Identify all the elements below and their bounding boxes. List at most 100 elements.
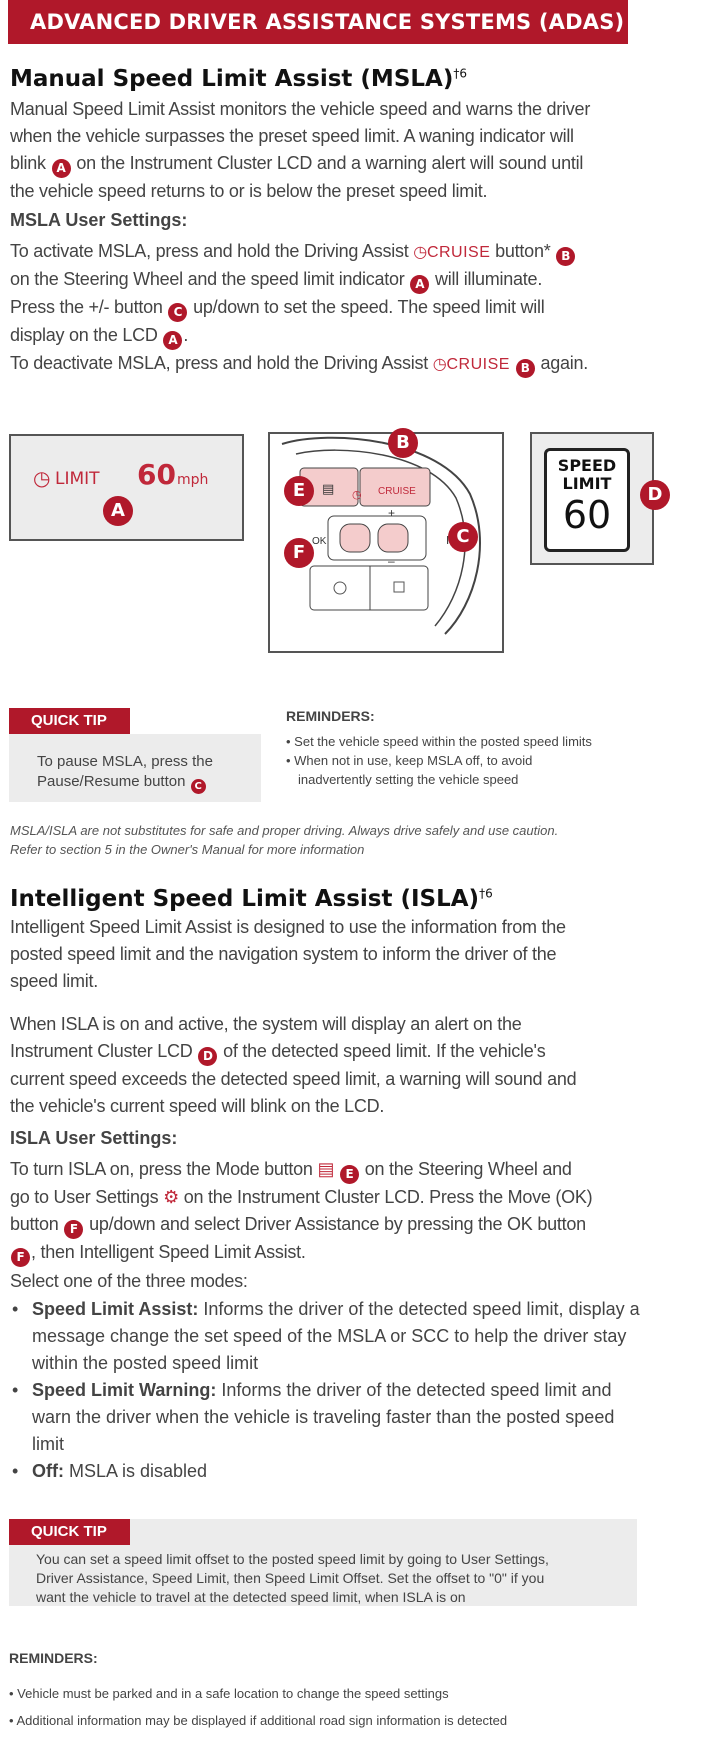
callout-c: C <box>168 303 188 322</box>
msla-activate: To activate MSLA, press and hold the Dri… <box>10 238 650 294</box>
mode-text: Informs the driver of the detected speed… <box>32 1299 640 1373</box>
quick-tip-line: You can set a speed limit offset to the … <box>36 1551 549 1567</box>
msla-title-text: Manual Speed Limit Assist (MSLA) <box>10 66 454 92</box>
msla-activate-line: on the Steering Wheel and the speed limi… <box>10 266 650 294</box>
callout-e: E <box>340 1165 359 1184</box>
reminders-list: • Set the vehicle speed within the poste… <box>286 732 592 789</box>
text: on the Instrument Cluster LCD. Press the… <box>183 1187 593 1207</box>
text: Press the +/- button <box>10 297 163 317</box>
isla-active: When ISLA is on and active, the system w… <box>10 1011 650 1120</box>
msla-press-line: Press the +/- button C up/down to set th… <box>10 294 650 322</box>
wheel-cruise-label: CRUISE <box>378 486 416 497</box>
isla-turn-on: To turn ISLA on, press the Mode button ▤… <box>10 1156 650 1267</box>
reminder-item: • Set the vehicle speed within the poste… <box>286 734 592 749</box>
reminder-item: • When not in use, keep MSLA off, to avo… <box>286 753 533 768</box>
text: up/down and select Driver Assistance by … <box>89 1214 586 1234</box>
callout-d: D <box>198 1047 218 1066</box>
callout-b: B <box>515 359 535 378</box>
isla-turn-line: To turn ISLA on, press the Mode button ▤… <box>10 1156 650 1184</box>
text: will illuminate. <box>435 269 543 289</box>
msla-activate-line: To activate MSLA, press and hold the Dri… <box>10 238 650 266</box>
quick-tip-line: Driver Assistance, Speed Limit, then Spe… <box>36 1570 545 1586</box>
quick-tip-2-text: You can set a speed limit offset to the … <box>36 1550 549 1607</box>
isla-title-text: Intelligent Speed Limit Assist (ISLA) <box>10 886 480 912</box>
speed-limit-sign: SPEED LIMIT 60 <box>544 448 630 552</box>
steering-wheel-illustration: ▤ ◷ II↶ <box>281 436 481 635</box>
wheel-ok-label: OK <box>312 536 327 547</box>
isla-intro: Intelligent Speed Limit Assist is design… <box>10 914 650 995</box>
isla-title-sup: †6 <box>479 886 493 901</box>
text: go to User Settings <box>10 1187 159 1207</box>
text: button <box>10 1214 59 1234</box>
isla-active-line: When ISLA is on and active, the system w… <box>10 1014 522 1034</box>
reminders-2-list: • Vehicle must be parked and in a safe l… <box>9 1680 507 1734</box>
isla-turn-line: F, then Intelligent Speed Limit Assist. <box>10 1239 650 1267</box>
msla-intro: Manual Speed Limit Assist monitors the v… <box>10 96 650 205</box>
callout-a: A <box>51 159 71 178</box>
msla-intro-line: blink A on the Instrument Cluster LCD an… <box>10 150 650 178</box>
isla-intro-line: posted speed limit and the navigation sy… <box>10 944 557 964</box>
text: button* <box>495 241 551 261</box>
reminder-item: inadvertently setting the vehicle speed <box>298 772 519 787</box>
cruise-label: CRUISE <box>426 244 491 261</box>
sign-line-limit: LIMIT <box>562 474 612 493</box>
cruise-label: CRUISE <box>446 356 510 373</box>
quick-tip-line: want the vehicle to travel at the detect… <box>36 1589 466 1605</box>
text: To activate MSLA, press and hold the Dri… <box>10 241 409 261</box>
text: Pause/Resume button <box>37 773 186 790</box>
callout-a: A <box>410 275 430 294</box>
text: on the Instrument Cluster LCD and a warn… <box>76 153 584 173</box>
isla-settings-heading: ISLA User Settings: <box>10 1128 178 1148</box>
isla-intro-line: Intelligent Speed Limit Assist is design… <box>10 917 566 937</box>
quick-tip-line: To pause MSLA, press the <box>37 753 213 770</box>
reminder-item: • Vehicle must be parked and in a safe l… <box>9 1686 449 1701</box>
text: of the detected speed limit. If the vehi… <box>223 1041 546 1061</box>
isla-intro-line: speed limit. <box>10 971 99 991</box>
mode-name: Speed Limit Assist: <box>32 1299 199 1319</box>
text: . <box>183 325 189 345</box>
steering-wheel-figure: ▤ ◷ II↶ CRUISE OK + – B E F C <box>268 428 504 653</box>
mode-item: Off: MSLA is disabled <box>10 1458 650 1485</box>
msla-title: Manual Speed Limit Assist (MSLA)†6 <box>10 66 467 92</box>
gauge-icon: ◷ <box>432 356 447 373</box>
speed-sign-figure: SPEED LIMIT 60 <box>530 432 654 565</box>
quick-tip-tag: QUICK TIP <box>9 708 130 734</box>
mode-name: Off: <box>32 1461 64 1481</box>
sign-line-speed: SPEED <box>557 456 617 475</box>
disclaimer: MSLA/ISLA are not substitutes for safe a… <box>10 821 558 859</box>
text: To deactivate MSLA, press and hold the D… <box>10 353 428 373</box>
mode-icon: ▤ <box>317 1159 335 1179</box>
callout-e: E <box>284 476 314 506</box>
wheel-minus-label: – <box>388 554 395 568</box>
text: , then Intelligent Speed Limit Assist. <box>31 1242 306 1262</box>
reminder-item: • Additional information may be displaye… <box>9 1713 508 1728</box>
callout-f: F <box>11 1248 30 1267</box>
reminders-2-heading: REMINDERS: <box>9 1650 98 1666</box>
isla-select: Select one of the three modes: <box>10 1271 248 1291</box>
lcd-speed-unit: mph <box>177 472 209 488</box>
gear-icon: ⚙ <box>163 1187 179 1207</box>
isla-title: Intelligent Speed Limit Assist (ISLA)†6 <box>10 886 493 912</box>
gauge-icon: ◷ <box>33 468 51 490</box>
callout-b: B <box>388 428 418 458</box>
text: blink <box>10 153 46 173</box>
text: Instrument Cluster LCD <box>10 1041 193 1061</box>
isla-turn-line: button F up/down and select Driver Assis… <box>10 1211 650 1239</box>
text: again. <box>540 353 588 373</box>
mode-text: Informs the driver of the detected speed… <box>32 1380 615 1454</box>
msla-settings-heading: MSLA User Settings: <box>10 210 188 230</box>
mode-text: MSLA is disabled <box>63 1461 208 1481</box>
callout-f: F <box>64 1220 84 1239</box>
msla-intro-line: Manual Speed Limit Assist monitors the v… <box>10 99 591 119</box>
lcd-limit-label: LIMIT <box>55 469 100 489</box>
mode-item: Speed Limit Warning: Informs the driver … <box>10 1377 650 1458</box>
svg-text:◷: ◷ <box>352 488 362 501</box>
isla-active-line: current speed exceeds the detected speed… <box>10 1069 577 1089</box>
callout-b: B <box>556 247 576 266</box>
isla-mode-list: Speed Limit Assist: Informs the driver o… <box>10 1296 650 1485</box>
callout-a: A <box>103 496 133 526</box>
isla-turn-line: go to User Settings ⚙ on the Instrument … <box>10 1184 650 1211</box>
msla-press: Press the +/- button C up/down to set th… <box>10 294 650 350</box>
callout-c: C <box>448 522 478 552</box>
lcd-figure: ◷ LIMIT 60 mph A <box>9 434 244 541</box>
